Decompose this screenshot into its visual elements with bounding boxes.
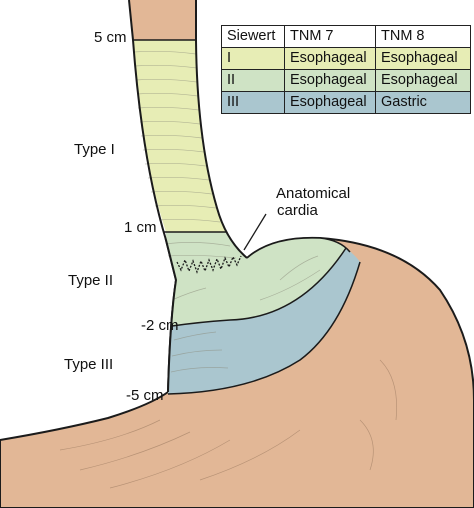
anatomical-cardia-pointer (243, 213, 267, 251)
table-cell-tnm7: Esophageal (284, 91, 376, 114)
level-line-minus2cm (171, 247, 347, 327)
table-cell-siewert: II (221, 69, 285, 92)
table-cell-tnm7: Esophageal (284, 69, 376, 92)
table-row: I Esophageal Esophageal (221, 47, 471, 70)
z-line (176, 255, 242, 274)
table-cell-tnm8: Esophageal (375, 69, 471, 92)
level-label-minus2cm: -2 cm (141, 317, 179, 334)
cardia-arc (246, 237, 351, 259)
esophagus-folds (133, 50, 321, 373)
header-tnm7: TNM 7 (284, 25, 376, 48)
esophagus-upper (129, 0, 196, 40)
table-cell-siewert: III (221, 91, 285, 114)
level-line-minus5cm (167, 261, 361, 395)
type3-label: Type III (64, 356, 114, 373)
esophagus-outline-left (128, 0, 178, 393)
level-label-5cm: 5 cm (94, 29, 127, 46)
level-label-minus5cm: -5 cm (126, 387, 164, 404)
type2-label: Type II (68, 272, 114, 289)
level-label-1cm: 1 cm (124, 219, 157, 236)
table-cell-tnm8: Gastric (375, 91, 471, 114)
anatomical-cardia-label-line1: Anatomical (276, 185, 351, 202)
table-row: III Esophageal Gastric (221, 91, 471, 114)
table-row: II Esophageal Esophageal (221, 69, 471, 92)
anatomical-cardia-label-line2: cardia (277, 202, 318, 219)
table-cell-tnm7: Esophageal (284, 47, 376, 70)
type3-zone (168, 248, 360, 394)
table-header-row: Siewert TNM 7 TNM 8 (221, 25, 471, 48)
type1-label: Type I (74, 141, 115, 158)
type2-zone (166, 232, 346, 326)
table-cell-tnm8: Esophageal (375, 47, 471, 70)
table-cell-siewert: I (221, 47, 285, 70)
stomach-folds (59, 359, 397, 489)
siewert-classification-table: Siewert TNM 7 TNM 8 I Esophageal Esophag… (221, 25, 471, 114)
esophagus-outline-right (195, 0, 248, 259)
header-tnm8: TNM 8 (375, 25, 471, 48)
header-siewert: Siewert (221, 25, 285, 48)
